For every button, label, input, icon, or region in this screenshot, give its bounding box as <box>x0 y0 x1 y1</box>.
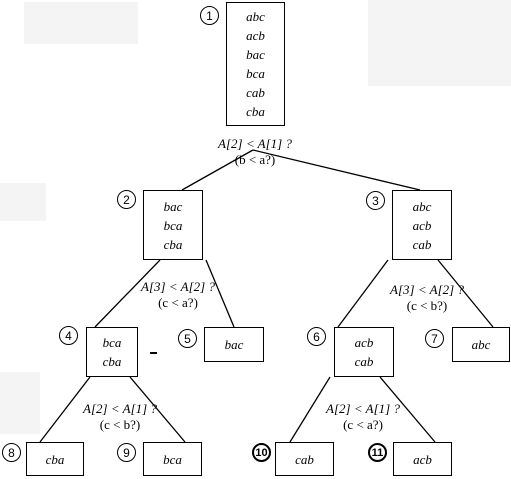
perm: cab <box>412 236 432 252</box>
node-1-box: abc acb bac bca cab cba <box>226 2 285 126</box>
perm: bac <box>224 337 244 352</box>
edge-3-7 <box>437 259 494 328</box>
node-2-box: bac bca cba <box>143 190 203 260</box>
node-8-box: cba <box>26 442 84 476</box>
perm: acb <box>354 335 374 350</box>
comparison-2: A[3] < A[2] ? (c < a?) <box>118 279 238 311</box>
background-patch <box>24 2 138 44</box>
edge-2-5 <box>205 259 235 328</box>
comparison-1: A[2] < A[1] ? (b < a?) <box>190 136 320 168</box>
perm: bca <box>102 335 122 350</box>
node-4-box: bca cba <box>86 327 138 377</box>
node-9-box: bca <box>143 442 202 476</box>
perm: bac <box>246 47 265 62</box>
edge-3-6 <box>337 259 389 328</box>
node-9-number: 9 <box>117 443 136 462</box>
background-patch <box>0 183 46 221</box>
edge-4-9 <box>129 376 186 443</box>
stray-mark <box>150 352 157 354</box>
node-8-number: 8 <box>2 443 21 462</box>
perm: bac <box>163 198 183 214</box>
perm: cba <box>163 236 183 252</box>
node-11-number: 11 <box>368 443 387 462</box>
edge-4-8 <box>39 376 91 443</box>
comparison-relation: (c < b?) <box>406 298 448 313</box>
comparison-relation: (c < b?) <box>99 417 141 432</box>
perm: bca <box>246 66 265 81</box>
comparison-test: A[2] < A[1] ? <box>83 401 157 416</box>
perm: cba <box>102 354 122 369</box>
node-6-number: 6 <box>307 327 326 346</box>
node-10-number: 10 <box>252 443 271 462</box>
perm: cab <box>354 354 374 369</box>
comparison-test: A[2] < A[1] ? <box>326 401 400 416</box>
node-5-box: bac <box>204 327 264 362</box>
perm: cba <box>246 104 265 119</box>
node-7-number: 7 <box>425 329 444 348</box>
node-2-number: 2 <box>117 190 136 209</box>
perm: abc <box>471 337 491 352</box>
node-5-number: 5 <box>178 329 197 348</box>
perm: cba <box>45 451 65 467</box>
perm: abc <box>246 9 265 24</box>
node-10-box: cab <box>275 442 334 476</box>
comparison-test: A[2] < A[1] ? <box>218 136 292 151</box>
edge-6-10 <box>289 376 331 443</box>
perm: cab <box>246 85 265 100</box>
comparison-relation: (b < a?) <box>234 152 276 167</box>
perm: acb <box>413 451 432 467</box>
comparison-relation: (c < a?) <box>343 417 383 432</box>
perm: bca <box>163 217 183 233</box>
perm: acb <box>246 28 265 43</box>
node-11-box: acb <box>393 442 452 476</box>
comparison-4: A[2] < A[1] ? (c < b?) <box>60 401 180 433</box>
edge-6-11 <box>379 376 436 443</box>
comparison-test: A[3] < A[2] ? <box>141 279 215 294</box>
comparison-relation: (c < a?) <box>158 295 198 310</box>
node-3-number: 3 <box>366 191 385 210</box>
node-7-box: abc <box>452 327 510 362</box>
node-3-box: abc acb cab <box>392 190 452 260</box>
node-4-number: 4 <box>59 326 78 345</box>
perm: cab <box>295 451 314 467</box>
background-patch <box>368 0 511 86</box>
comparison-3: A[3] < A[2] ? (c < b?) <box>367 282 487 314</box>
edge-1-2 <box>181 149 254 191</box>
node-1-number: 1 <box>200 6 219 25</box>
perm: bca <box>163 451 182 467</box>
node-6-box: acb cab <box>334 327 394 377</box>
edge-2-4 <box>94 259 161 328</box>
comparison-test: A[3] < A[2] ? <box>390 282 464 297</box>
perm: acb <box>412 217 432 233</box>
perm: abc <box>412 198 432 214</box>
edge-1-3 <box>252 149 421 191</box>
comparison-6: A[2] < A[1] ? (c < a?) <box>303 401 423 433</box>
background-patch <box>0 372 40 434</box>
